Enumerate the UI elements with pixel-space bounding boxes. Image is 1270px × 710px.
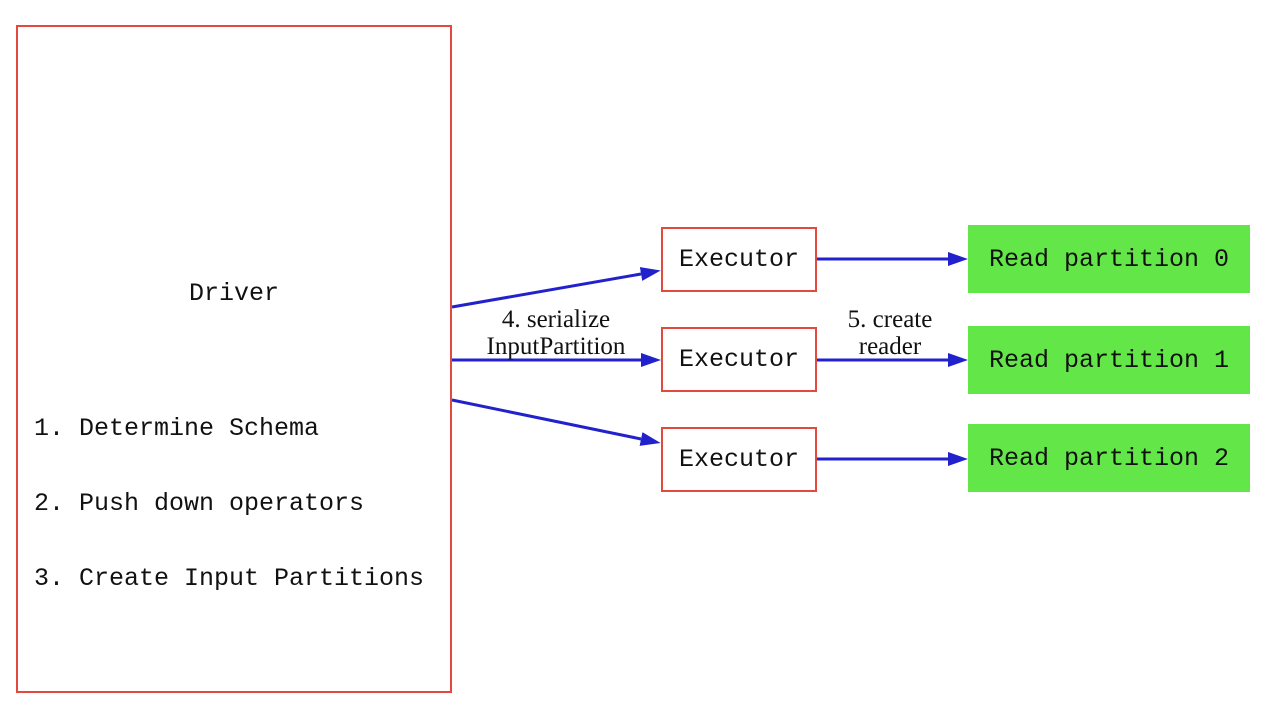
edge-label-create-reader-line2: reader [858,333,922,360]
driver-step-1: 1. Determine Schema [34,414,320,443]
partition-box-0: Read partition 0 [968,225,1250,293]
partition-box-2: Read partition 2 [968,424,1250,492]
edge-label-serialize: 4. serialize InputPartition [446,306,666,360]
driver-step-2: 2. Push down operators [34,489,365,518]
driver-steps: 1. Determine Schema 2. Push down operato… [34,366,444,641]
driver-step-3: 3. Create Input Partitions [34,564,425,593]
edge-label-create-reader: 5. create reader [820,306,960,360]
arrow-driver-to-executor-0 [451,267,661,309]
executor-box-1: Executor [661,327,817,392]
driver-title: Driver [188,279,279,308]
executor-box-0: Executor [661,227,817,292]
executor-box-2: Executor [661,427,817,492]
partition-box-1: Read partition 1 [968,326,1250,394]
edge-label-serialize-line2: InputPartition [486,333,626,360]
edge-label-create-reader-line1: 5. create [847,306,933,333]
arrow-driver-to-executor-2 [451,398,661,446]
driver-box [16,25,452,693]
edge-label-serialize-line1: 4. serialize [501,306,611,333]
